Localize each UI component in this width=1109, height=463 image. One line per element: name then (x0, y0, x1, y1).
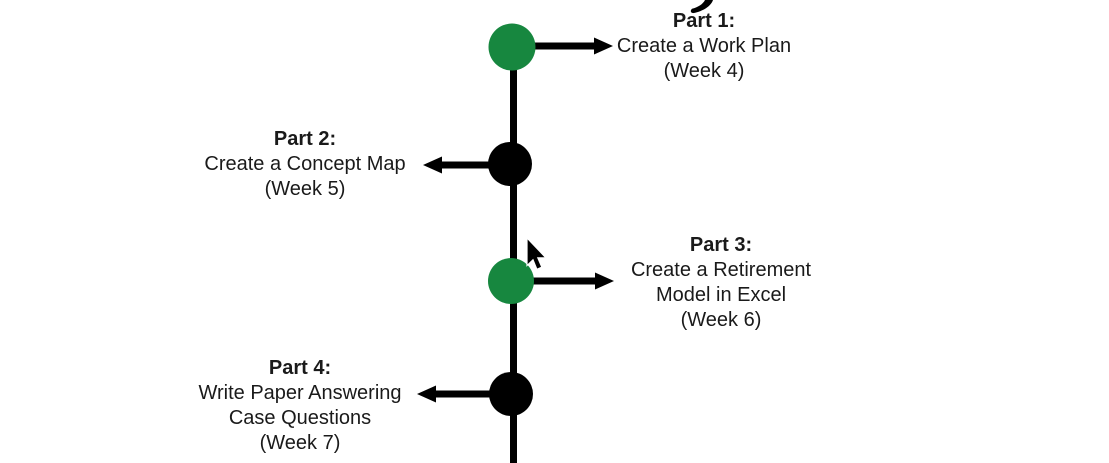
milestone-label-3: Part 3: Create a Retirement Model in Exc… (611, 233, 831, 333)
arrowhead-icon (595, 272, 614, 290)
timeline-line (510, 47, 517, 463)
part-heading: Part 4: (268, 357, 332, 379)
milestone-title: Write Paper Answering Case Questions (198, 382, 402, 429)
arrow-right-1 (534, 37, 613, 55)
milestone-dot-2 (488, 142, 532, 186)
part-heading: Part 3: (689, 234, 753, 256)
part-heading: Part 1: (672, 10, 736, 32)
milestone-week: (Week 7) (259, 432, 341, 454)
arrowhead-icon (594, 37, 613, 55)
cutoff-title-glyph (690, 0, 713, 14)
mouse-cursor-icon (526, 236, 548, 271)
milestone-title: Create a Concept Map (204, 153, 406, 175)
milestone-label-2: Part 2: Create a Concept Map (Week 5) (195, 127, 415, 202)
arrow-left-2 (423, 156, 490, 174)
arrow-right-3 (533, 272, 614, 290)
milestone-dot-4 (489, 372, 533, 416)
arrowhead-icon (417, 385, 436, 403)
milestone-label-4: Part 4: Write Paper Answering Case Quest… (190, 356, 410, 456)
milestone-dot-1 (488, 23, 536, 71)
milestone-title: Create a Retirement Model in Excel (630, 259, 812, 306)
arrowhead-icon (423, 156, 442, 174)
milestone-week: (Week 5) (264, 178, 346, 200)
milestone-label-1: Part 1: Create a Work Plan (Week 4) (599, 9, 809, 84)
milestone-week: (Week 4) (663, 60, 745, 82)
milestone-dot-3 (488, 258, 534, 304)
milestone-title: Create a Work Plan (616, 35, 792, 57)
arrow-left-4 (417, 385, 490, 403)
milestone-week: (Week 6) (680, 309, 762, 331)
part-heading: Part 2: (273, 128, 337, 150)
